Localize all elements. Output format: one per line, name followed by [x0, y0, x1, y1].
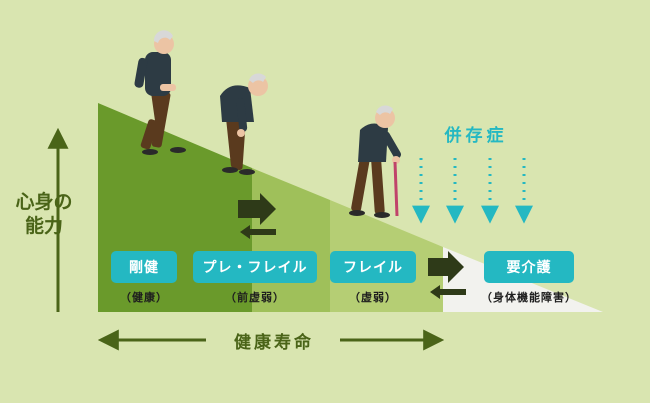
elderly-figure-frail	[349, 105, 401, 218]
elderly-figure-robust	[134, 30, 186, 155]
stage-prefrail-box: プレ・フレイル	[193, 251, 317, 283]
comorbidity-label: 併存症	[444, 126, 508, 146]
stage-care-box: 要介護	[484, 251, 574, 283]
recovery-arrow-1	[240, 225, 276, 239]
stage-frail-box: フレイル	[330, 251, 416, 283]
stage-prefrail-sub: （前虚弱）	[225, 291, 285, 304]
y-axis-label-line1: 心身の	[15, 191, 73, 213]
y-axis-label: 心身の 能力	[6, 190, 82, 238]
elderly-figure-prefrail	[220, 73, 268, 175]
stage-robust-sub: （健康）	[120, 291, 168, 304]
stage-frail-sub: （虚弱）	[349, 291, 397, 304]
x-axis-label: 健康寿命	[234, 333, 314, 353]
stage-care-sub: （身体機能障害）	[481, 291, 577, 304]
progress-arrow-2	[428, 251, 464, 283]
progress-arrow-1	[238, 193, 276, 225]
y-axis-label-line2: 能力	[24, 215, 63, 237]
stage-robust-box: 剛健	[111, 251, 177, 283]
recovery-arrow-2	[430, 285, 466, 299]
